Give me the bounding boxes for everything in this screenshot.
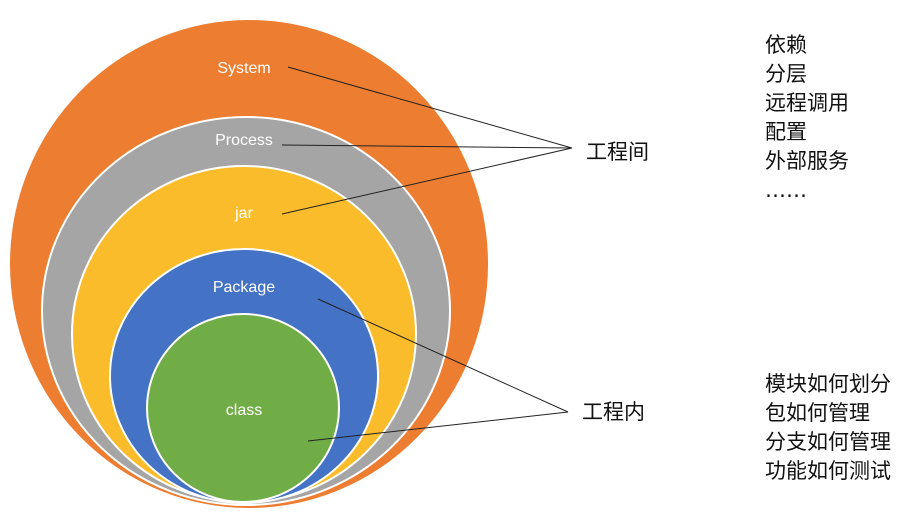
layer-process-label: Process (215, 132, 273, 149)
within-project-concerns-list: 模块如何划分 包如何管理 分支如何管理 功能如何测试 (765, 370, 891, 486)
between-project-concerns-list: 依赖 分层 远程调用 配置 外部服务 …… (765, 31, 849, 205)
list-item: 包如何管理 (765, 401, 870, 425)
layer-class-circle (146, 313, 340, 503)
list-item: 分支如何管理 (765, 430, 891, 454)
leader-system (287, 66, 573, 149)
list-item: …… (765, 178, 807, 202)
list-item: 远程调用 (765, 91, 849, 115)
list-item: 配置 (765, 120, 807, 144)
layer-class-label: class (226, 402, 262, 419)
layer-package-label: Package (213, 279, 275, 296)
leader-package (317, 298, 569, 413)
leader-jar (281, 147, 573, 215)
list-item: 功能如何测试 (765, 459, 891, 483)
list-item: 依赖 (765, 33, 807, 57)
leader-process (281, 144, 573, 149)
list-item: 模块如何划分 (765, 372, 891, 396)
list-item: 外部服务 (765, 149, 849, 173)
layer-jar-label: jar (234, 205, 253, 222)
list-item: 分层 (765, 62, 807, 86)
layer-system-label: System (217, 60, 270, 77)
group-between-label: 工程间 (586, 140, 649, 164)
group-within-label: 工程内 (582, 400, 645, 424)
leader-class (307, 411, 569, 442)
